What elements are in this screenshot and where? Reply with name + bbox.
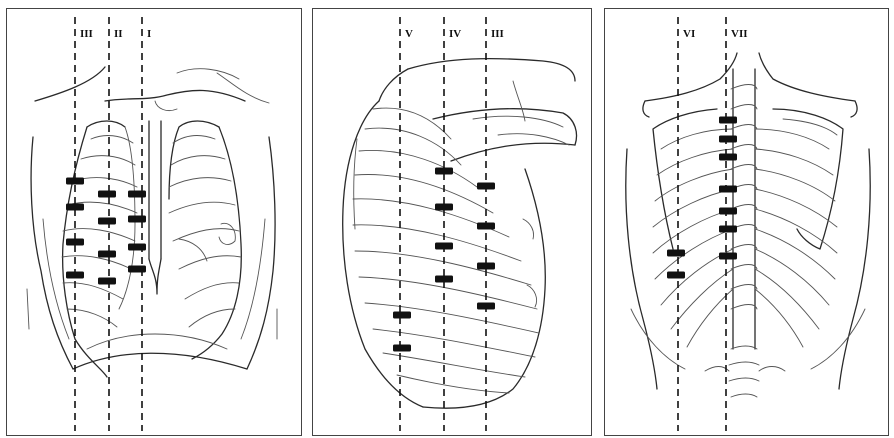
lateral-chest-drawing: V IV III xyxy=(313,9,592,436)
front-marker xyxy=(98,278,116,285)
side-line-label: III xyxy=(491,28,504,40)
back-marker xyxy=(719,186,737,193)
side-marker xyxy=(435,204,453,211)
front-marker xyxy=(66,272,84,279)
side-marker xyxy=(393,312,411,319)
front-marker xyxy=(128,216,146,223)
back-line-label: VII xyxy=(731,28,748,40)
back-marker xyxy=(719,117,737,124)
front-marker xyxy=(128,266,146,273)
back-marker xyxy=(719,136,737,143)
side-line-labels: V IV III xyxy=(405,28,504,40)
side-marker xyxy=(435,276,453,283)
front-line-label: I xyxy=(147,28,151,40)
back-line-labels: VI VII xyxy=(683,28,748,40)
side-line-label: IV xyxy=(449,28,461,40)
back-marker xyxy=(719,253,737,260)
front-marker xyxy=(128,191,146,198)
front-marker xyxy=(98,251,116,258)
front-marker xyxy=(66,239,84,246)
front-line-label: III xyxy=(80,28,93,40)
side-marker xyxy=(477,303,495,310)
side-view-panel: V IV III xyxy=(312,8,592,436)
side-marker xyxy=(435,243,453,250)
side-marker xyxy=(477,183,495,190)
front-marker xyxy=(128,244,146,251)
side-marker xyxy=(435,168,453,175)
side-marker xyxy=(477,263,495,270)
back-marker xyxy=(667,250,685,257)
side-line-label: V xyxy=(405,28,413,40)
side-marker xyxy=(393,345,411,352)
back-marker xyxy=(719,226,737,233)
back-marker xyxy=(719,208,737,215)
back-marker xyxy=(667,272,685,279)
back-marker xyxy=(719,154,737,161)
back-line-label: VI xyxy=(683,28,695,40)
front-line-label: II xyxy=(114,28,123,40)
front-marker xyxy=(98,191,116,198)
front-marker xyxy=(98,218,116,225)
side-marker xyxy=(477,223,495,230)
front-marker xyxy=(66,178,84,185)
back-view-panel: VI VII xyxy=(604,8,889,436)
front-marker xyxy=(66,204,84,211)
posterior-chest-drawing: VI VII xyxy=(605,9,889,436)
